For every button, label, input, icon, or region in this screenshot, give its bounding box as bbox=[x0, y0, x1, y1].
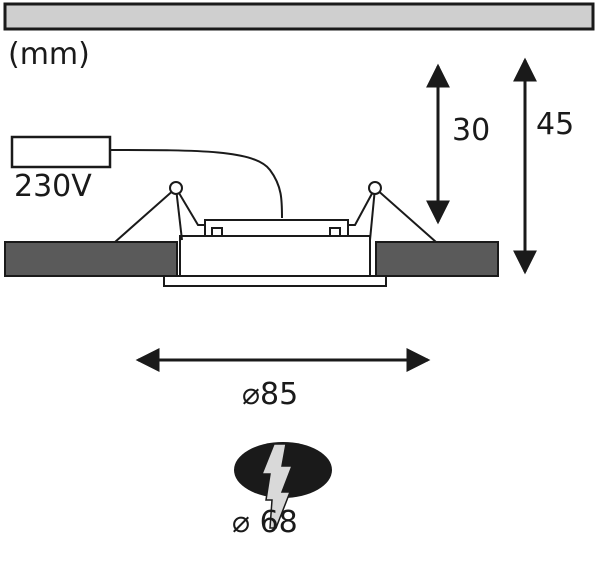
depth-inner-label: 30 bbox=[452, 113, 491, 148]
cutout-diameter-label: ⌀ 68 bbox=[232, 505, 298, 540]
ceiling-panel-right bbox=[375, 241, 499, 277]
power-cable bbox=[109, 149, 283, 219]
unit-label: (mm) bbox=[8, 37, 90, 72]
lightning-cut-icon bbox=[260, 443, 294, 529]
outer-diameter-label: ⌀85 bbox=[242, 377, 299, 412]
driver-box bbox=[10, 135, 112, 169]
depth-total-label: 45 bbox=[536, 107, 575, 142]
ceiling-top-bar bbox=[3, 2, 595, 31]
spring-clip-left bbox=[114, 181, 205, 243]
voltage-label: 230V bbox=[14, 169, 92, 204]
ceiling-panel-left bbox=[4, 241, 178, 277]
light-fixture bbox=[163, 219, 387, 287]
spring-clip-right bbox=[348, 181, 437, 243]
